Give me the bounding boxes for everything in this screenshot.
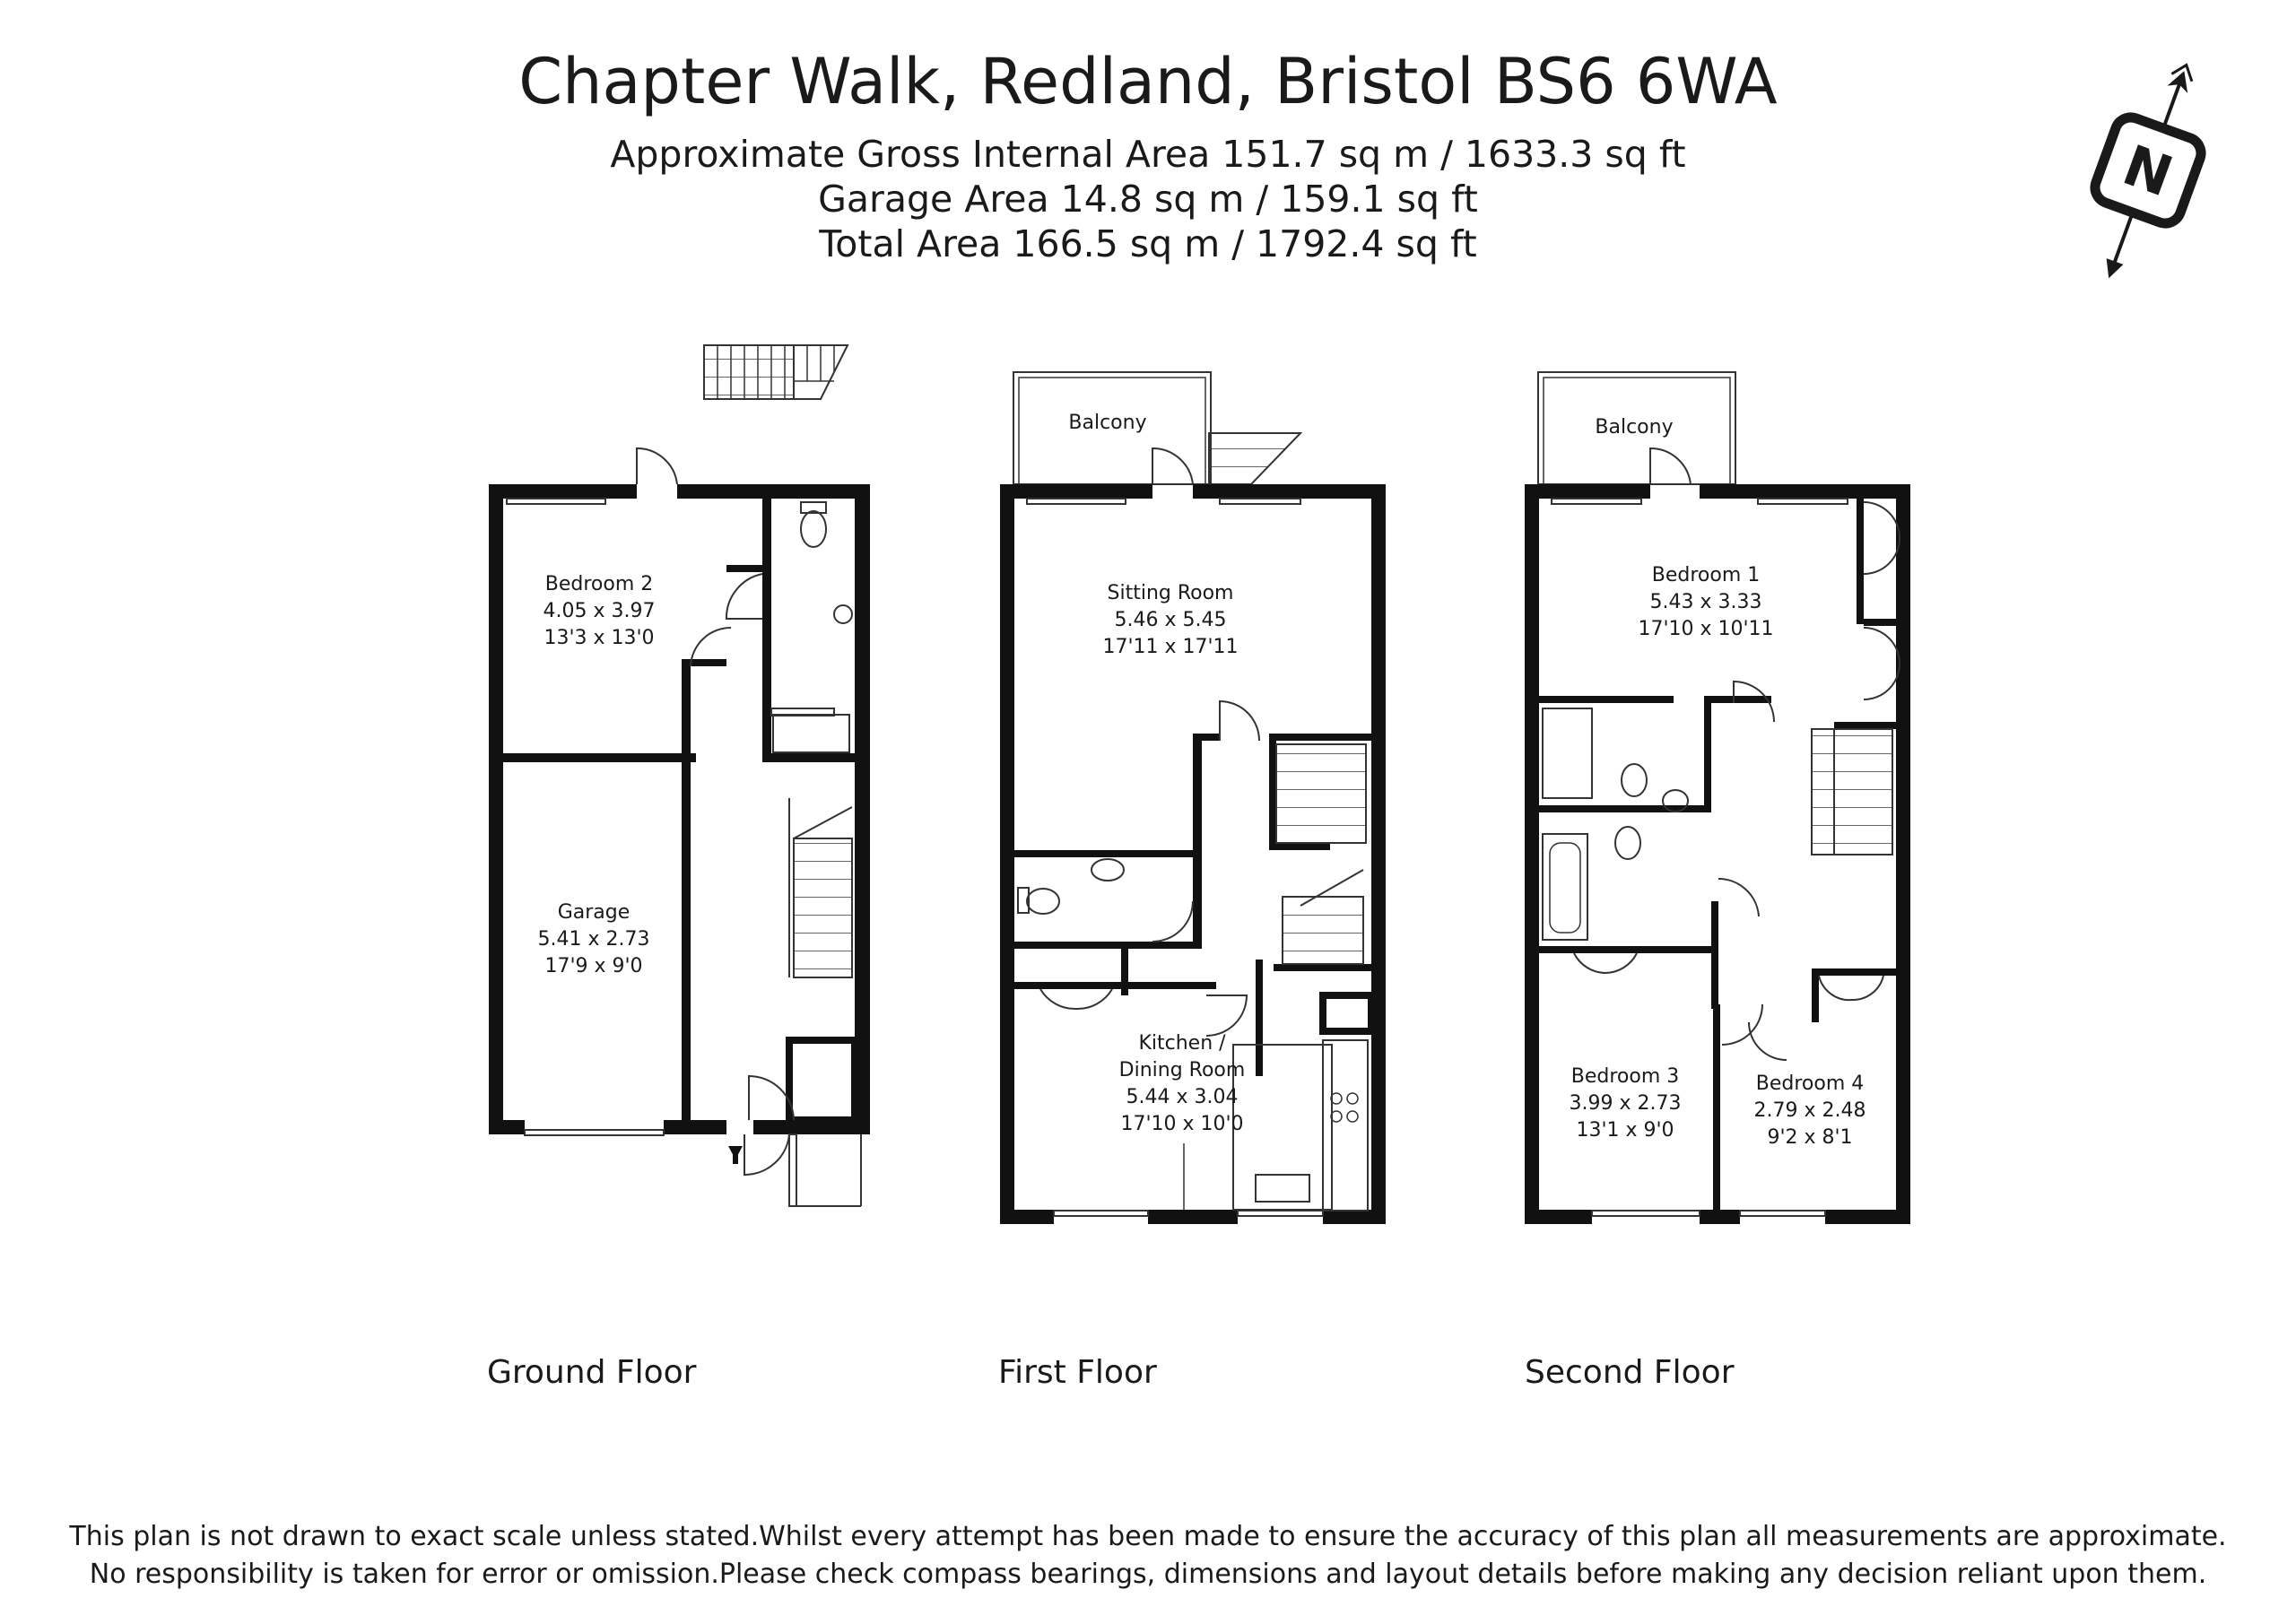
room-metric: 5.46 x 5.45 [1115, 609, 1227, 631]
disclaimer: This plan is not drawn to exact scale un… [0, 1518, 2296, 1594]
room-imperial: 13'1 x 9'0 [1576, 1119, 1674, 1142]
garage-area: Garage Area 14.8 sq m / 159.1 sq ft [818, 178, 1478, 221]
room-imperial: 17'10 x 10'0 [1120, 1113, 1243, 1135]
room-metric: 5.43 x 3.33 [1650, 591, 1762, 613]
room-imperial: 17'10 x 10'11 [1638, 618, 1773, 640]
room-imperial: 17'9 x 9'0 [544, 955, 642, 977]
first-floor-label: First Floor [998, 1354, 1157, 1391]
balcony-label: Balcony [1068, 412, 1146, 434]
ground-floor-label: Ground Floor [487, 1354, 697, 1391]
external-stairs [703, 344, 849, 400]
balcony-label: Balcony [1595, 416, 1673, 439]
disclaimer-line-1: This plan is not drawn to exact scale un… [69, 1521, 2227, 1552]
room-metric: 5.44 x 3.04 [1126, 1086, 1239, 1108]
room-name: Bedroom 4 [1756, 1073, 1865, 1095]
gross-internal-area: Approximate Gross Internal Area 151.7 sq… [610, 133, 1686, 176]
room-name: Kitchen / [1138, 1032, 1226, 1055]
total-area: Total Area 166.5 sq m / 1792.4 sq ft [819, 222, 1477, 265]
room-name-line-2: Dining Room [1119, 1059, 1246, 1081]
room-metric: 4.05 x 3.97 [544, 600, 656, 622]
room-imperial: 13'3 x 13'0 [544, 627, 654, 649]
room-metric: 2.79 x 2.48 [1754, 1099, 1866, 1122]
ground-floor-plan: Bedroom 2 4.05 x 3.97 13'3 x 13'0 Garage… [489, 344, 870, 1207]
room-name: Bedroom 2 [545, 573, 654, 595]
room-name: Bedroom 3 [1571, 1065, 1680, 1088]
room-name: Garage [558, 901, 631, 924]
first-floor-plan: Balcony [1000, 371, 1386, 1224]
room-metric: 5.41 x 2.73 [538, 928, 650, 951]
disclaimer-line-2: No responsibility is taken for error or … [89, 1559, 2207, 1590]
room-metric: 3.99 x 2.73 [1570, 1092, 1682, 1115]
second-floor-plan: Balcony [1525, 371, 1910, 1224]
room-name: Sitting Room [1108, 582, 1234, 604]
room-imperial: 17'11 x 17'11 [1102, 636, 1238, 658]
plan-title: Chapter Walk, Redland, Bristol BS6 6WA [518, 45, 1778, 118]
room-imperial: 9'2 x 8'1 [1767, 1126, 1852, 1149]
second-floor-label: Second Floor [1525, 1354, 1735, 1391]
north-compass-icon: N [2090, 63, 2206, 279]
room-name: Bedroom 1 [1652, 564, 1761, 586]
